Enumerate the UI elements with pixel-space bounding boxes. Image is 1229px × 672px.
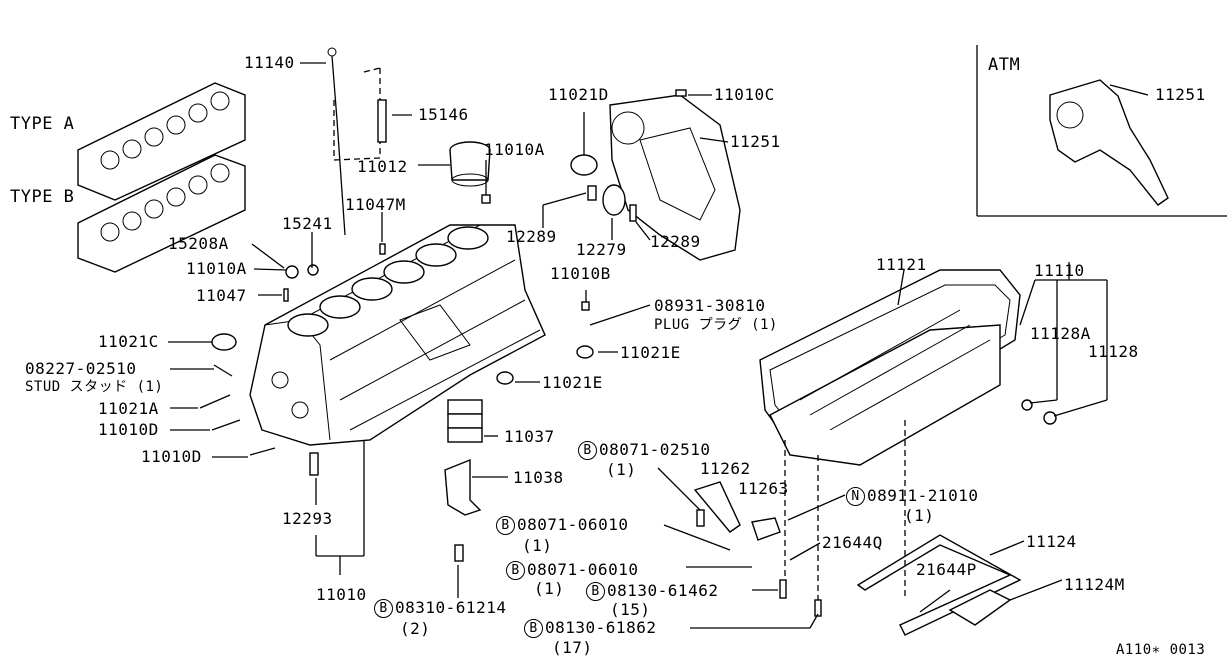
type-b-gasket [77,154,246,273]
part-15208a[interactable]: 15208A [168,234,229,253]
figure-id: A110∗ 0013 [1116,642,1206,658]
oil-pan [759,269,1021,466]
part-11010a-top[interactable]: 11010A [484,140,545,159]
part-11047m[interactable]: 11047M [345,195,406,214]
part-11012[interactable]: 11012 [357,157,408,176]
part-11047[interactable]: 11047 [196,286,247,305]
part-11128a[interactable]: 11128A [1030,324,1091,343]
bolt-prefix-icon: B [586,582,605,601]
part-11021e-2[interactable]: 11021E [542,373,603,392]
part-08071-06010-b-qty: (1) [534,579,565,598]
part-11010d-2[interactable]: 11010D [141,447,202,466]
part-11110[interactable]: 11110 [1034,261,1085,280]
part-11010c[interactable]: 11010C [714,85,775,104]
part-08931-30810[interactable]: 08931-30810 [654,296,766,315]
oil-strainer [948,589,1012,626]
seal-12279 [602,184,626,216]
pan-gasket-strip [856,534,1022,636]
bolt-prefix-icon: B [524,619,543,638]
part-15146[interactable]: 15146 [418,105,469,124]
part-12289-b[interactable]: 12289 [650,232,701,251]
part-11037[interactable]: 11037 [504,427,555,446]
part-08911-qty: (1) [904,506,935,525]
part-08227-02510[interactable]: 08227-02510 [25,359,137,378]
part-11021c[interactable]: 11021C [98,332,159,351]
part-11140[interactable]: 11140 [244,53,295,72]
part-08071-06010-b-number: 08071-06010 [527,560,639,579]
part-08130-61862-qty: (17) [552,638,593,657]
part-11021a[interactable]: 11021A [98,399,159,418]
part-12289-a[interactable]: 12289 [506,227,557,246]
type-b-label: TYPE B [10,187,75,207]
part-11021d[interactable]: 11021D [548,85,609,104]
part-12279[interactable]: 12279 [576,240,627,259]
bolt-prefix-icon: B [578,441,597,460]
part-11021e-1[interactable]: 11021E [620,343,681,362]
type-a-label: TYPE A [10,114,75,134]
atm-inset-frame [976,45,1227,217]
atm-rear-plate [1049,79,1169,206]
dipstick [327,47,387,236]
part-11262[interactable]: 11262 [700,459,751,478]
part-11010d-1[interactable]: 11010D [98,420,159,439]
part-08071-06010-a-number: 08071-06010 [517,515,629,534]
pickup-11263 [751,517,781,541]
part-08310-qty: (2) [400,619,431,638]
bolt-prefix-icon: B [374,599,393,618]
block-fasteners [199,243,594,476]
main-bearing-caps [447,399,483,443]
plug-11010A [481,194,491,204]
type-a-gasket [77,82,246,201]
pin-12289-b [629,204,637,222]
cylinder-block [249,224,546,446]
part-08310-number: 08310-61214 [395,598,507,617]
bolt-prefix-icon: B [506,561,525,580]
pin-12289 [587,185,597,201]
part-08130-61462-number: 08130-61462 [607,581,719,600]
part-08931-note: PLUG プラグ (1) [654,317,778,333]
part-08071-06010-a-qty: (1) [522,536,553,555]
part-11010[interactable]: 11010 [316,585,367,604]
part-08130-61462-qty: (15) [610,600,651,619]
part-08071-02510-number: 08071-02510 [599,440,711,459]
part-11251-atm[interactable]: 11251 [1155,85,1206,104]
part-21644q[interactable]: 21644Q [822,533,883,552]
pickup-11262 [693,481,741,533]
seal-11021D [570,154,598,176]
bolt-08310 [454,544,464,562]
part-11038[interactable]: 11038 [513,468,564,487]
oil-filler [449,141,491,187]
part-11124[interactable]: 11124 [1026,532,1077,551]
part-15241[interactable]: 15241 [282,214,333,233]
bracket-11038 [444,458,482,516]
part-11124m[interactable]: 11124M [1064,575,1125,594]
part-08071-02510-qty: (1) [606,460,637,479]
part-12293[interactable]: 12293 [282,509,333,528]
part-11263[interactable]: 11263 [738,479,789,498]
part-11128[interactable]: 11128 [1088,342,1139,361]
part-21644p[interactable]: 21644P [916,560,977,579]
nut-prefix-icon: N [846,487,865,506]
part-08911-21010-number: 08911-21010 [867,486,979,505]
part-08130-61862-number: 08130-61862 [545,618,657,637]
part-11010a[interactable]: 11010A [186,259,247,278]
part-11251[interactable]: 11251 [730,132,781,151]
bolt-prefix-icon: B [496,516,515,535]
part-11121[interactable]: 11121 [876,255,927,274]
leader-lines [168,62,1149,629]
part-08227-note: STUD スタッド (1) [25,379,164,395]
part-11010b[interactable]: 11010B [550,264,611,283]
atm-inset-label: ATM [988,55,1021,75]
rear-plate [609,89,741,261]
